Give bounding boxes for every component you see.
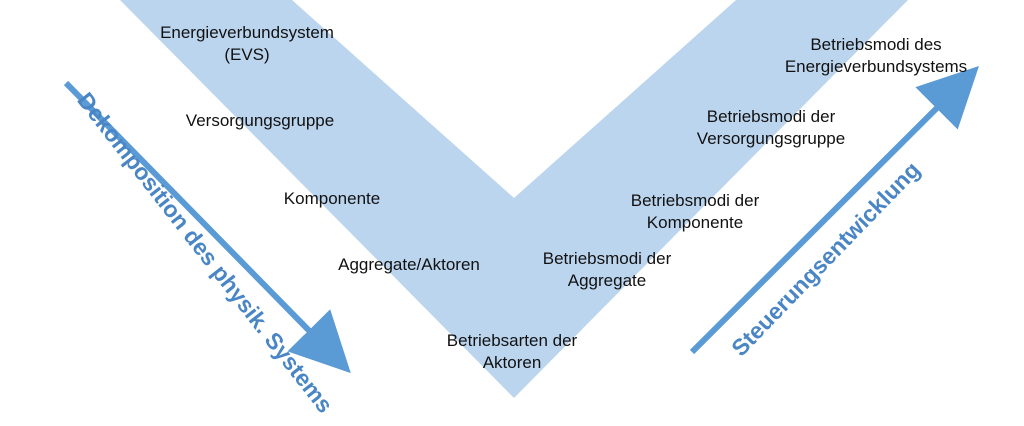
v-band-right-arm: [514, 0, 908, 398]
left-decomposition-arrow: [63, 80, 351, 374]
label-betriebsmodi-energieverbundsystem: Betriebsmodi des Energieverbundsystems: [784, 35, 968, 76]
label-betriebsmodi-komponente: Betriebsmodi der Komponente: [630, 191, 760, 232]
label-komponente: Komponente: [283, 189, 381, 208]
label-energieverbundsystem: Energieverbundsystem (EVS): [160, 23, 334, 64]
v-band-left-arm: [120, 0, 514, 398]
label-betriebsmodi-aggregate: Betriebsmodi der Aggregate: [542, 249, 672, 290]
label-betriebsarten-aktoren: Betriebsarten der Aktoren: [446, 331, 578, 372]
label-aggregate-aktoren: Aggregate/Aktoren: [338, 255, 480, 274]
right-development-arrow: [689, 66, 980, 355]
label-versorgungsgruppe: Versorgungsgruppe: [185, 111, 335, 130]
label-betriebsmodi-versorgungsgruppe: Betriebsmodi der Versorgungsgruppe: [696, 107, 846, 148]
